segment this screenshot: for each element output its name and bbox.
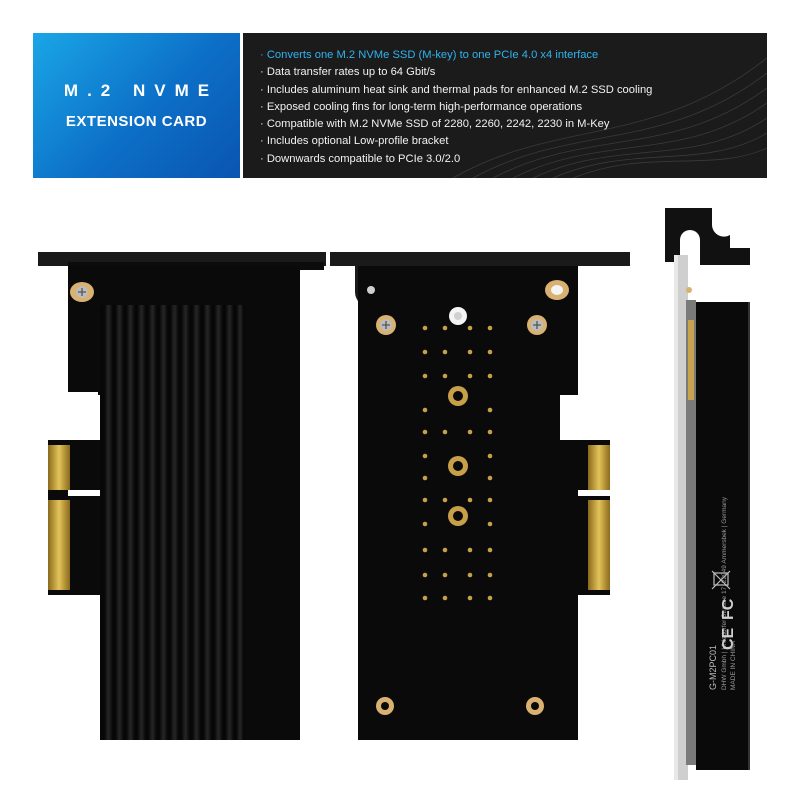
side-label-text: G-M2PC01 DHW Gmbh | Uhlsdorfer Strasse 1… xyxy=(708,496,737,690)
manufacturer-address: DHW Gmbh | Uhlsdorfer Strasse 17, 22949 … xyxy=(721,496,728,690)
banner-features-panel: Converts one M.2 NVMe SSD (M-key) to one… xyxy=(243,33,767,178)
feature-item: Compatible with M.2 NVMe SSD of 2280, 22… xyxy=(260,116,652,133)
banner-title-line2: EXTENSION CARD xyxy=(65,113,208,130)
screw-icon xyxy=(70,282,94,302)
heatsink-fins xyxy=(104,305,244,740)
feature-list: Converts one M.2 NVMe SSD (M-key) to one… xyxy=(260,47,653,168)
screw-icon xyxy=(527,315,547,335)
banner-title-line1: M.2 NVME xyxy=(63,81,219,100)
made-in-label: MADE IN CHINA xyxy=(730,640,737,690)
banner-title-panel: M.2 NVME EXTENSION CARD xyxy=(33,33,240,178)
pcb-board xyxy=(358,266,610,740)
feature-item: Downwards compatible to PCIe 3.0/2.0 xyxy=(260,151,652,168)
model-number: G-M2PC01 xyxy=(708,645,718,690)
weee-bin-icon xyxy=(711,570,731,590)
ce-mark-icon: CE xyxy=(720,627,737,650)
screw-icon xyxy=(526,697,544,715)
screw-icon xyxy=(376,697,394,715)
pcie-gold-fingers xyxy=(588,500,610,590)
feature-item: Exposed cooling fins for long-term high-… xyxy=(260,99,652,116)
mounting-hole xyxy=(448,386,468,526)
fc-mark-icon: FC xyxy=(720,598,737,620)
card-front-heatsink xyxy=(38,252,326,740)
solder-pad-grid xyxy=(422,325,493,601)
feature-item: Includes optional Low-profile bracket xyxy=(260,133,652,150)
card-back xyxy=(330,252,630,740)
pcie-gold-fingers xyxy=(48,445,70,490)
certification-marks: CE FC xyxy=(720,598,737,650)
pcb-board-side xyxy=(696,302,750,770)
screw-icon xyxy=(449,307,467,325)
card-side-view xyxy=(665,208,750,780)
feature-item: Converts one M.2 NVMe SSD (M-key) to one… xyxy=(260,47,652,64)
feature-item: Data transfer rates up to 64 Gbit/s xyxy=(260,64,652,81)
low-profile-bracket xyxy=(665,208,750,265)
product-photo: G-M2PC01 DHW Gmbh | Uhlsdorfer Strasse 1… xyxy=(38,208,750,780)
feature-item: Includes aluminum heat sink and thermal … xyxy=(260,82,653,99)
screw-icon xyxy=(376,315,396,335)
pcie-gold-fingers xyxy=(588,445,610,490)
pcie-gold-fingers xyxy=(48,500,70,590)
